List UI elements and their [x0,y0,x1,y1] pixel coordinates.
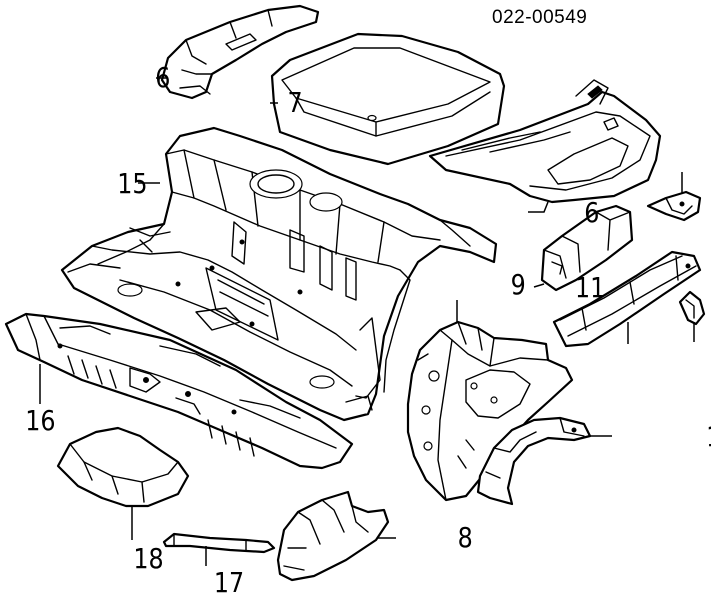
callout-label: 14 [706,421,711,453]
callout-label: 18 [133,543,163,575]
callout-label: 9 [511,269,526,301]
part-6-rear-rail [428,79,662,204]
part-6-upper-rail [160,4,320,100]
callout-label: 7 [288,87,303,119]
part-code: 022-00549 [492,7,587,28]
callout-6-right: 6 [528,197,599,230]
callout-10: 10 [627,322,711,377]
callout-9: 9 [456,269,526,322]
part-17-bar [162,532,276,554]
part-12-bracket [646,190,702,222]
part-15-rear-floor-pan [60,126,498,422]
part-10-crossmember [552,250,702,348]
callout-label: 17 [214,567,244,599]
callout-17: 17 [205,546,244,600]
part-11-box-member [540,204,634,292]
part-13-clip [678,290,706,326]
callout-label: 16 [25,405,55,437]
callout-11: 11 [533,272,605,305]
callout-7: 7 [270,87,303,120]
callout-18: 18 [131,506,164,576]
callout-label: 10 [710,344,711,376]
part-16-rear-panel [4,312,354,470]
callout-13: 13 [693,322,695,342]
callout-12: 12 [681,172,683,194]
callout-8: 8 [378,522,473,555]
callout-label: 6 [584,197,599,229]
part-18-tray [56,426,190,508]
part-8-lower-bracket [276,490,390,582]
callout-15: 15 [117,168,160,201]
part-7-spare-tire-tub [270,32,506,166]
callout-14: 14 [590,421,711,454]
part-9-wheelhouse-inner [406,320,574,502]
callout-label: 15 [117,168,147,200]
callout-label: 8 [458,522,473,554]
callout-16: 16 [25,364,56,438]
callout-label: 11 [575,272,605,304]
callout-6-top: 6 [155,62,170,94]
part-14-wheelhouse-outer [476,416,592,506]
